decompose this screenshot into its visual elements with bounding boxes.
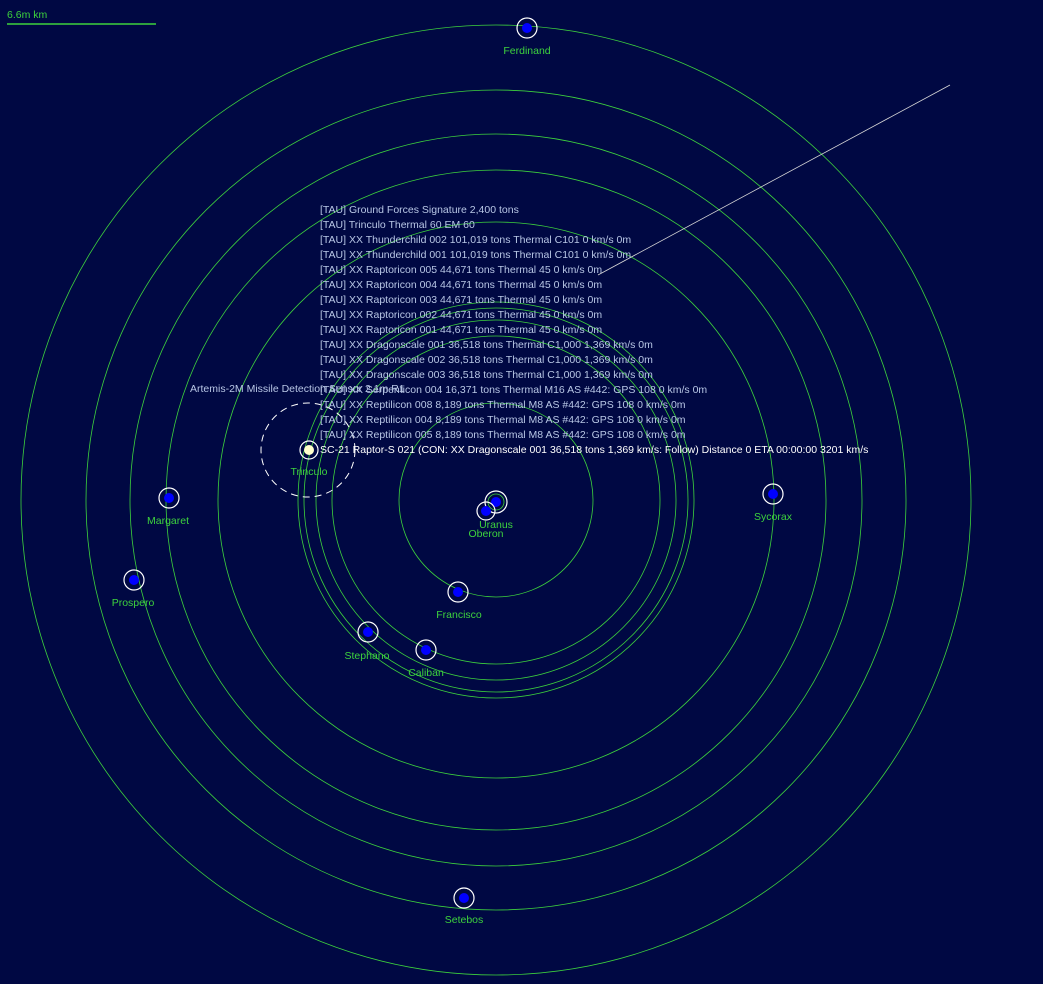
planet-dot-icon (491, 497, 501, 507)
body-label-francisco: Francisco (436, 609, 482, 621)
contact-label[interactable]: [TAU] XX Reptilicon 005 8,189 tons Therm… (320, 429, 686, 441)
fleet-marker-icon (304, 445, 314, 455)
body-trinculo[interactable]: Trinculo (291, 440, 328, 478)
body-label-trinculo: Trinculo (291, 466, 328, 478)
moon-marker-icon (415, 639, 437, 661)
orbit-ring (297, 301, 695, 699)
moon-marker-icon (299, 440, 319, 460)
body-label-ferdinand: Ferdinand (503, 45, 550, 57)
contact-label[interactable]: [TAU] Ground Forces Signature 2,400 tons (320, 204, 519, 216)
contact-label[interactable]: [TAU] XX Raptoricon 004 44,671 tons Ther… (320, 279, 602, 291)
body-label-setebos: Setebos (445, 914, 484, 926)
moon-marker-icon (762, 483, 784, 505)
fleet-label[interactable]: SC-21 Raptor-S 021 (CON: XX Dragonscale … (320, 444, 868, 456)
body-uranus[interactable]: Uranus (479, 490, 513, 531)
body-label-sycorax: Sycorax (754, 511, 793, 523)
movement-vector-line (597, 84, 951, 276)
body-margaret[interactable]: Margaret (147, 487, 189, 527)
contact-label[interactable]: [TAU] XX Reptilicon 008 8,189 tons Therm… (320, 399, 686, 411)
moon-dot-icon (164, 493, 174, 503)
contact-label[interactable]: [TAU] XX Raptoricon 001 44,671 tons Ther… (320, 324, 602, 336)
body-label-caliban: Caliban (408, 667, 444, 679)
body-label-stephano: Stephano (345, 650, 390, 662)
moon-dot-icon (768, 489, 778, 499)
moon-dot-icon (363, 627, 373, 637)
moon-marker-icon (123, 569, 145, 591)
orbit-ring (303, 307, 689, 693)
orbit-ring (85, 89, 907, 911)
orbit-ring (315, 319, 677, 681)
body-label-prospero: Prospero (112, 597, 155, 609)
contact-label[interactable]: [TAU] XX Thunderchild 001 101,019 tons T… (320, 249, 631, 261)
body-caliban[interactable]: Caliban (408, 639, 444, 679)
orbit-ring (398, 402, 594, 598)
contact-label[interactable]: [TAU] XX Dragonscale 003 36,518 tons The… (320, 369, 653, 381)
moon-marker-icon (516, 17, 538, 39)
contact-label[interactable]: [TAU] XX Raptoricon 002 44,671 tons Ther… (320, 309, 602, 321)
orbit-ring (129, 133, 863, 867)
orbit-ring (331, 335, 661, 665)
sensor-range-circle (260, 402, 356, 498)
bodies: Ferdinand Sycorax Margaret Prospero Fran… (112, 17, 793, 926)
contact-label[interactable]: [TAU] Trinculo Thermal 60 EM 60 (320, 219, 475, 231)
moon-dot-icon (522, 23, 532, 33)
contact-list: [TAU] Ground Forces Signature 2,400 tons… (320, 204, 707, 441)
orbit-rings (20, 24, 972, 976)
contact-label[interactable]: [TAU] XX Thunderchild 002 101,019 tons T… (320, 234, 631, 246)
moon-marker-icon (476, 501, 496, 521)
body-stephano[interactable]: Stephano (345, 621, 390, 662)
moon-dot-icon (129, 575, 139, 585)
body-label-oberon: Oberon (468, 528, 503, 540)
contact-label[interactable]: [TAU] XX Raptoricon 003 44,671 tons Ther… (320, 294, 602, 306)
moon-dot-icon (421, 645, 431, 655)
body-prospero[interactable]: Prospero (112, 569, 155, 609)
moon-dot-icon (453, 587, 463, 597)
contact-label[interactable]: [TAU] XX Dragonscale 002 36,518 tons The… (320, 354, 653, 366)
contact-label[interactable]: [TAU] XX Reptilicon 004 8,189 tons Therm… (320, 414, 686, 426)
contact-label[interactable]: [TAU] XX Serpenticon 004 16,371 tons The… (320, 384, 707, 396)
contact-label[interactable]: [TAU] XX Raptoricon 005 44,671 tons Ther… (320, 264, 602, 276)
moon-marker-icon (453, 887, 475, 909)
moon-marker-icon (447, 581, 469, 603)
moon-dot-icon (481, 506, 491, 516)
moon-dot-icon (459, 893, 469, 903)
body-ferdinand[interactable]: Ferdinand (503, 17, 551, 57)
body-oberon[interactable]: Oberon (468, 501, 504, 540)
body-francisco[interactable]: Francisco (436, 581, 482, 621)
body-label-margaret: Margaret (147, 515, 189, 527)
body-label-uranus: Uranus (479, 519, 513, 531)
sensor-label: Artemis-2M Missile Detection Sensor 2.1m… (190, 383, 405, 395)
orbit-ring (217, 221, 775, 779)
body-setebos[interactable]: Setebos (445, 887, 484, 926)
body-sycorax[interactable]: Sycorax (754, 483, 793, 523)
scale-bar: 6.6m km (7, 9, 156, 25)
moon-marker-icon (158, 487, 180, 509)
contact-label[interactable]: [TAU] XX Dragonscale 001 36,518 tons The… (320, 339, 653, 351)
orbit-ring (20, 24, 972, 976)
moon-marker-icon (357, 621, 379, 643)
scale-bar-label: 6.6m km (7, 9, 48, 21)
